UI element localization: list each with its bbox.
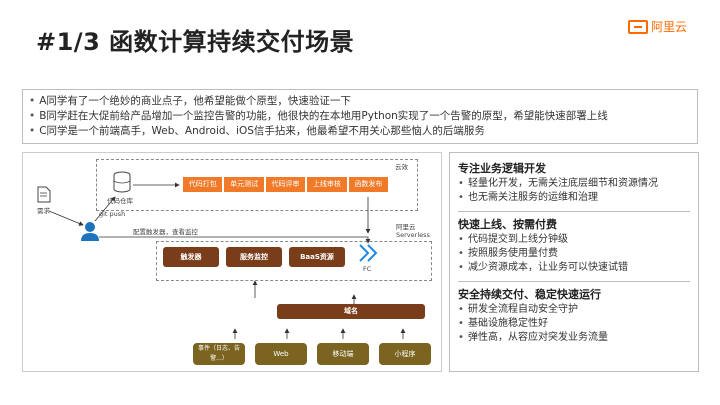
divider [458, 281, 690, 282]
intro-item: B同学赶在大促前给产品增加一个监控告警的功能，他很快的在本地用Python实现了… [29, 109, 691, 124]
section-list: 代码提交到上线分钟级 按照服务使用量付费 减少资源成本，让业务可以快速试错 [458, 233, 690, 275]
list-item: 减少资源成本，让业务可以快速试错 [458, 261, 690, 275]
architecture-diagram: 云效 代码仓库 需求 git push [22, 152, 442, 372]
list-item: 研发全流程自动安全守护 [458, 303, 690, 317]
pipeline-step: 函数发布 [348, 177, 389, 192]
section-title: 专注业务逻辑开发 [458, 162, 546, 175]
page-title: #1/3 函数计算持续交付场景 [36, 28, 355, 56]
service-box-baas: BaaS资源 [289, 247, 345, 267]
intro-item: A同学有了一个绝妙的商业点子，他希望能做个原型，快速验证一下 [29, 94, 691, 109]
database-icon [112, 171, 132, 197]
document-icon [37, 186, 51, 207]
section-list: 研发全流程自动安全守护 基础设施稳定性好 弹性高，从容应对突发业务流量 [458, 303, 690, 345]
yunxiao-container [96, 159, 418, 211]
fc-label: FC [363, 265, 372, 273]
logo-text: 阿里云 [651, 20, 688, 34]
repo-label: 代码仓库 [107, 197, 133, 205]
service-box-monitor: 服务监控 [226, 247, 282, 267]
config-label: 配置触发器，查看监控 [133, 228, 198, 236]
fc-icon [356, 243, 380, 267]
pipeline-step: 代码评审 [265, 177, 306, 192]
client-box-web: Web [255, 343, 307, 365]
section-list: 轻量化开发，无需关注底层细节和资源情况 也无需关注服务的运维和治理 [458, 177, 690, 205]
list-item: 按照服务使用量付费 [458, 247, 690, 261]
client-box-miniapp: 小程序 [379, 343, 431, 365]
serverless-title: 阿里云 Serverless [396, 223, 430, 239]
intro-box: A同学有了一个绝妙的商业点子，他希望能做个原型，快速验证一下 B同学赶在大促前给… [22, 89, 698, 144]
intro-list: A同学有了一个绝妙的商业点子，他希望能做个原型，快速验证一下 B同学赶在大促前给… [29, 94, 691, 139]
yunxiao-label: 云效 [395, 163, 408, 171]
client-box-event: 事件（日志、告警...） [193, 343, 245, 365]
benefits-panel: 专注业务逻辑开发 轻量化开发，无需关注底层细节和资源情况 也无需关注服务的运维和… [449, 152, 699, 372]
serverless-container [156, 241, 432, 281]
pipeline-step: 单元测试 [224, 177, 264, 192]
git-push-label: git push [99, 210, 126, 218]
user-icon [81, 221, 99, 245]
divider [458, 211, 690, 212]
list-item: 基础设施稳定性好 [458, 317, 690, 331]
aliyun-logo-icon [628, 19, 648, 34]
section-title: 安全持续交付、稳定快速运行 [458, 288, 601, 301]
list-item: 弹性高，从容应对突发业务流量 [458, 331, 690, 345]
demand-label: 需求 [37, 207, 50, 215]
service-box-trigger: 触发器 [163, 247, 219, 267]
pipeline: 代码打包 单元测试 代码评审 上线审核 函数发布 [183, 177, 389, 192]
aliyun-logo: 阿里云 [628, 18, 687, 35]
list-item: 轻量化开发，无需关注底层细节和资源情况 [458, 177, 690, 191]
domain-bar: 域名 [277, 304, 425, 319]
pipeline-step: 上线审核 [307, 177, 347, 192]
intro-item: C同学是一个前端高手，Web、Android、iOS信手拈来，他最希望不用关心那… [29, 124, 691, 139]
list-item: 代码提交到上线分钟级 [458, 233, 690, 247]
list-item: 也无需关注服务的运维和治理 [458, 191, 690, 205]
pipeline-step: 代码打包 [183, 177, 223, 192]
section-title: 快速上线、按需付费 [458, 218, 557, 231]
client-box-mobile: 移动端 [317, 343, 369, 365]
